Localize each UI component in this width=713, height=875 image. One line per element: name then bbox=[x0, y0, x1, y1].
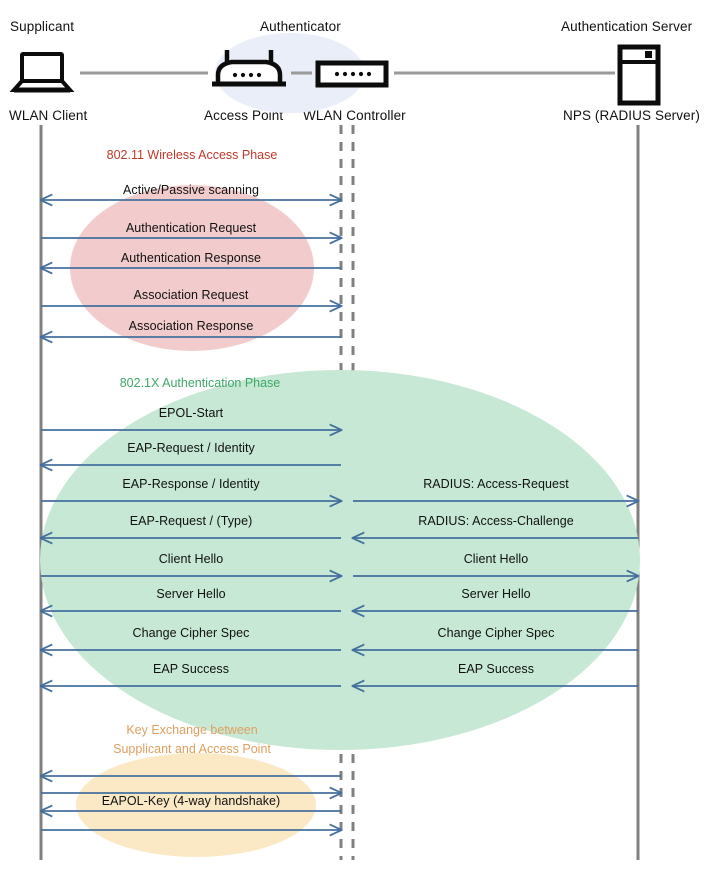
message-label: EPOL-Start bbox=[158, 406, 224, 420]
message-label: Change Cipher Spec bbox=[132, 626, 250, 640]
message-label: EAP-Request / (Type) bbox=[129, 514, 253, 528]
message-label: Server Hello bbox=[461, 587, 531, 601]
message-label: Association Response bbox=[128, 319, 254, 333]
actor-device-access-point: Access Point bbox=[204, 108, 284, 123]
message-label: Client Hello bbox=[158, 552, 224, 566]
message-label: Active/Passive scanning bbox=[123, 183, 259, 197]
message-label: Server Hello bbox=[156, 587, 226, 601]
message-label: Association Request bbox=[133, 288, 249, 302]
authenticator-halo bbox=[215, 33, 365, 113]
actor-role-auth-server: Authentication Server bbox=[561, 19, 693, 34]
message-label: EAP-Request / Identity bbox=[127, 441, 255, 455]
phase-label-8021x: 802.1X Authentication Phase bbox=[119, 376, 281, 390]
message-label: Client Hello bbox=[463, 552, 529, 566]
message-label: EAP Success bbox=[457, 662, 535, 676]
actor-device-wlan-controller: WLAN Controller bbox=[303, 108, 406, 123]
message-label: Change Cipher Spec bbox=[437, 626, 555, 640]
message-label: RADIUS: Access-Challenge bbox=[418, 514, 574, 528]
access-point-icon bbox=[212, 50, 286, 87]
phase-label-key-exchange-line1: Key Exchange between bbox=[126, 723, 258, 737]
actor-device-nps: NPS (RADIUS Server) bbox=[563, 108, 700, 123]
phase-label-key-exchange-line2: Supplicant and Access Point bbox=[113, 742, 271, 756]
message-label: EAPOL-Key (4-way handshake) bbox=[101, 794, 281, 808]
message-label: Authentication Request bbox=[125, 221, 257, 235]
wlan-controller-icon bbox=[315, 60, 389, 88]
message-label: EAP Success bbox=[152, 662, 230, 676]
laptop-icon bbox=[9, 52, 75, 93]
actor-device-wlan-client: WLAN Client bbox=[9, 108, 88, 123]
phase-label-80211: 802.11 Wireless Access Phase bbox=[106, 148, 278, 162]
server-icon bbox=[617, 44, 661, 106]
message-label: EAP-Response / Identity bbox=[122, 477, 260, 491]
actor-role-supplicant: Supplicant bbox=[10, 19, 75, 34]
message-label: Authentication Response bbox=[120, 251, 262, 265]
message-label: RADIUS: Access-Request bbox=[423, 477, 569, 491]
actor-role-authenticator: Authenticator bbox=[260, 19, 341, 34]
